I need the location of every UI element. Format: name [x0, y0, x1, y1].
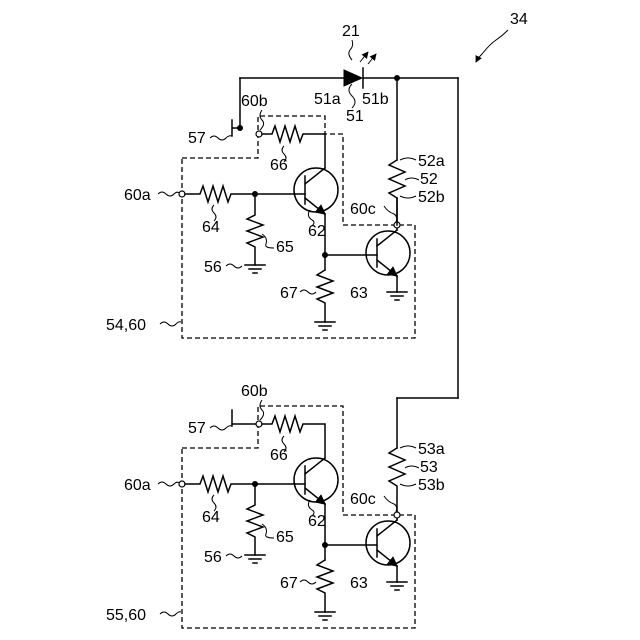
- input-60a-label: 60a: [124, 477, 151, 494]
- input-60a-label: 60a: [124, 187, 151, 204]
- node-60c-label: 60c: [350, 491, 376, 508]
- ground-56-label: 56: [204, 549, 222, 566]
- q62-label: 62: [308, 513, 326, 530]
- r65-label: 65: [276, 239, 294, 256]
- q63-label: 63: [350, 575, 368, 592]
- circuit-55-60: 57 60b 66 60a 64 65 56 62: [106, 383, 415, 628]
- circuit-name-label: 54,60: [106, 317, 146, 334]
- r53b-label: 53b: [418, 477, 445, 494]
- r52a-label: 52a: [418, 153, 445, 170]
- r64-label: 64: [202, 509, 220, 526]
- led-cathode-label: 51b: [362, 91, 389, 108]
- r65-label: 65: [276, 529, 294, 546]
- node-60b-label: 60b: [241, 383, 268, 400]
- circuit-54-60: 57 60b 66 60a 64 65 56 62: [106, 93, 415, 338]
- r64-label: 64: [202, 219, 220, 236]
- led-21: 21 51a 51b 51: [314, 23, 389, 125]
- r67-label: 67: [280, 285, 298, 302]
- figure-label: 34: [510, 11, 528, 28]
- circuit-name-label: 55,60: [106, 607, 146, 624]
- node-60b-label: 60b: [241, 93, 268, 110]
- ground-56-label: 56: [204, 259, 222, 276]
- r53a-label: 53a: [418, 441, 445, 458]
- switch-57-label: 57: [188, 130, 206, 147]
- r67-label: 67: [280, 575, 298, 592]
- led-anode-label: 51a: [314, 91, 341, 108]
- node-60c-label: 60c: [350, 201, 376, 218]
- q63-label: 63: [350, 285, 368, 302]
- switch-57-label: 57: [188, 420, 206, 437]
- led-ref-label: 21: [342, 23, 360, 40]
- figure-label-leader: [476, 30, 508, 62]
- r52b-label: 52b: [418, 189, 445, 206]
- resistor-53: 53a 53 53b: [389, 441, 445, 514]
- q62-label: 62: [308, 223, 326, 240]
- r52-label: 52: [420, 171, 438, 188]
- r53-label: 53: [420, 459, 438, 476]
- led-body-label: 51: [346, 108, 364, 125]
